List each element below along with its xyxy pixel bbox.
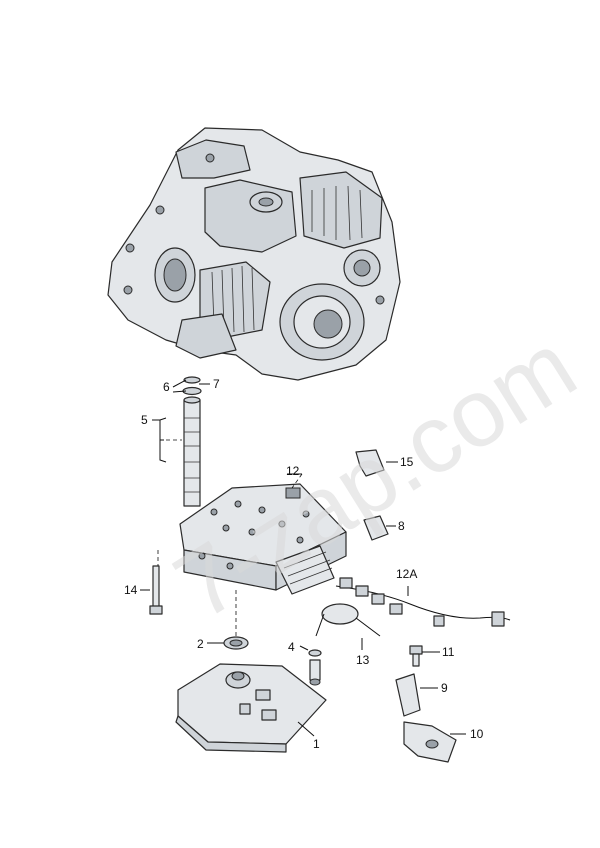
callout-6: 6	[163, 380, 170, 394]
wiring-harness	[315, 577, 511, 637]
callout-14: 14	[124, 583, 138, 597]
callout-10: 10	[470, 727, 484, 741]
callout-8: 8	[398, 519, 405, 533]
callout-7: 7	[213, 377, 220, 391]
callout-15: 15	[400, 455, 414, 469]
leader-lines	[140, 379, 466, 737]
callout-2: 2	[197, 637, 204, 651]
clip-bracket-middle	[363, 515, 389, 541]
callout-12a: 12A	[396, 567, 417, 581]
clip-bracket-upper	[355, 449, 385, 477]
seal-ring	[223, 636, 249, 650]
callout-1: 1	[313, 737, 320, 751]
bolt	[149, 565, 163, 615]
filter	[175, 663, 327, 753]
callout-5: 5	[141, 413, 148, 427]
transmission-housing	[107, 127, 401, 381]
watermark: 7-zap.com	[157, 312, 594, 640]
sensor	[308, 649, 322, 686]
callout-9: 9	[441, 681, 448, 695]
mounting-bracket	[403, 721, 457, 763]
callout-4: 4	[288, 640, 295, 654]
small-bolt	[409, 645, 423, 667]
retaining-clip	[395, 673, 421, 717]
mechatronic-unit	[179, 483, 347, 595]
callout-11: 11	[442, 645, 455, 659]
callout-12: 12	[286, 464, 300, 478]
shaft-assembly	[182, 376, 202, 507]
callout-13: 13	[356, 653, 370, 667]
